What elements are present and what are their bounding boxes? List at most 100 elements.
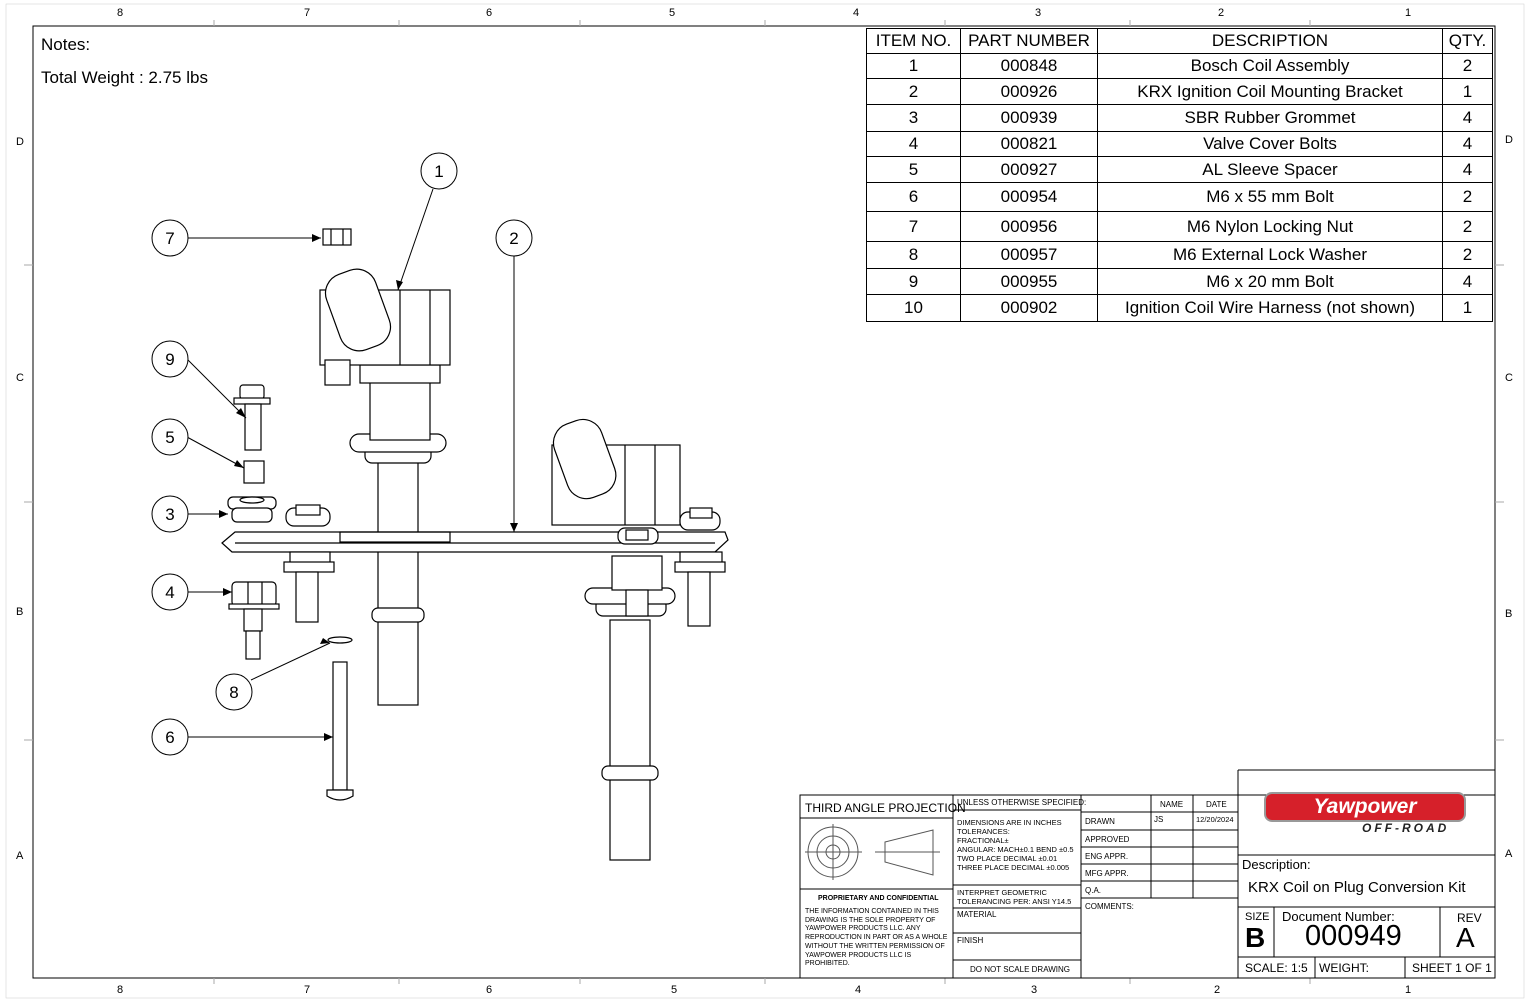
balloon-circle <box>151 418 189 456</box>
part-bolt-m6x20 <box>233 384 271 451</box>
coil-assembly-right <box>551 418 681 861</box>
zone-bottom-1: 1 <box>1405 984 1412 996</box>
bom-header-qty: QTY. <box>1442 28 1493 54</box>
zone-right-b: B <box>1505 608 1513 620</box>
bom-cell-item: 9 <box>866 268 961 295</box>
zone-bottom-4: 4 <box>855 984 862 996</box>
bom-cell-part: 000902 <box>960 294 1098 322</box>
bom-cell-qty: 1 <box>1442 78 1493 105</box>
bom-cell-qty: 4 <box>1442 104 1493 132</box>
zone-top-3: 3 <box>1035 7 1042 19</box>
balloon-item-3: 3 <box>151 495 189 533</box>
document-number-label: Document Number: <box>1282 909 1395 924</box>
size-value: B <box>1245 922 1266 953</box>
part-lock-washer <box>327 636 353 644</box>
tolerances: DIMENSIONS ARE IN INCHES TOLERANCES: FRA… <box>957 818 1074 872</box>
scale-label: SCALE: 1:5 <box>1245 961 1308 975</box>
notes-title: Notes: <box>41 35 91 54</box>
zone-left-c: C <box>16 372 24 384</box>
finish-label: FINISH <box>957 936 984 945</box>
document-number-value: 000949 <box>1305 920 1402 952</box>
zone-top-8: 8 <box>117 7 124 19</box>
part-bolt-m6x55 <box>326 661 354 801</box>
zone-right-c: C <box>1505 372 1513 384</box>
bom-cell-qty: 2 <box>1442 53 1493 79</box>
bom-cell-qty: 4 <box>1442 131 1493 157</box>
balloon-circle <box>420 152 458 190</box>
balloon-number: 5 <box>165 428 174 447</box>
balloon-item-8: 8 <box>215 673 253 711</box>
drawn-date: 12/20/2024 <box>1196 815 1234 824</box>
bom-cell-description: Valve Cover Bolts <box>1097 131 1443 157</box>
bom-cell-qty: 2 <box>1442 211 1493 242</box>
yawpower-logo: Yawpower <box>1266 794 1464 820</box>
proprietary-text: THE INFORMATION CONTAINED IN THIS DRAWIN… <box>805 908 948 968</box>
balloon-item-5: 5 <box>151 418 189 456</box>
balloon-number: 7 <box>165 229 174 248</box>
projection-label: THIRD ANGLE PROJECTION <box>805 801 966 815</box>
rev-value: A <box>1456 922 1475 953</box>
zone-bottom-3: 3 <box>1031 984 1038 996</box>
zone-left-b: B <box>16 606 24 618</box>
part-rubber-grommet <box>227 496 277 523</box>
proprietary-title: PROPRIETARY AND CONFIDENTIAL <box>818 895 939 902</box>
bom-cell-part: 000821 <box>960 131 1098 157</box>
zone-top-4: 4 <box>853 7 860 19</box>
bom-cell-description: AL Sleeve Spacer <box>1097 156 1443 183</box>
zone-left-d: D <box>16 136 24 148</box>
comments-label: COMMENTS: <box>1085 902 1134 911</box>
weight-label: WEIGHT: <box>1319 961 1369 975</box>
bom-cell-item: 2 <box>866 78 961 105</box>
zone-bottom-6: 6 <box>486 984 493 996</box>
balloon-item-9: 9 <box>151 340 189 378</box>
part-nylon-nut <box>322 228 352 246</box>
do-not-scale: DO NOT SCALE DRAWING <box>970 965 1071 974</box>
bom-cell-description: Bosch Coil Assembly <box>1097 53 1443 79</box>
drawn-label: DRAWN <box>1085 817 1115 826</box>
zone-bottom-7: 7 <box>304 984 311 996</box>
zone-left-a: A <box>16 850 24 862</box>
eng-appr-label: ENG APPR. <box>1085 852 1129 861</box>
bom-cell-part: 000939 <box>960 104 1098 132</box>
balloon-number: 9 <box>165 350 174 369</box>
zone-top-7: 7 <box>304 7 311 19</box>
zone-right-a: A <box>1505 848 1513 860</box>
balloon-item-4: 4 <box>151 573 189 611</box>
balloon-number: 1 <box>434 162 443 181</box>
rev-label: REV <box>1457 911 1482 925</box>
balloon-number: 3 <box>165 505 174 524</box>
mfg-appr-label: MFG APPR. <box>1085 869 1129 878</box>
approved-label: APPROVED <box>1085 835 1130 844</box>
zone-right-d: D <box>1505 134 1513 146</box>
bom-cell-item: 1 <box>866 53 961 79</box>
coil-assembly-left <box>319 268 451 706</box>
balloon-circle <box>151 340 189 378</box>
balloon-item-2: 2 <box>495 219 533 257</box>
balloon-number: 4 <box>165 583 174 602</box>
logo-subtitle: OFF-ROAD <box>1362 821 1450 835</box>
zone-top-1: 1 <box>1405 7 1412 19</box>
zone-top-2: 2 <box>1218 7 1225 19</box>
interpret-tolerancing: INTERPRET GEOMETRIC TOLERANCING PER: ANS… <box>957 888 1072 906</box>
bom-cell-part: 000848 <box>960 53 1098 79</box>
size-label: SIZE <box>1245 911 1270 923</box>
balloon-circle <box>215 673 253 711</box>
sheet-label: SHEET 1 OF 1 <box>1412 961 1492 975</box>
bom-cell-description: M6 External Lock Washer <box>1097 241 1443 269</box>
bom-cell-item: 3 <box>866 104 961 132</box>
zone-bottom-8: 8 <box>117 984 124 996</box>
qa-label: Q.A. <box>1085 886 1102 895</box>
bom-cell-description: M6 x 20 mm Bolt <box>1097 268 1443 295</box>
description-value: KRX Coil on Plug Conversion Kit <box>1248 879 1466 896</box>
